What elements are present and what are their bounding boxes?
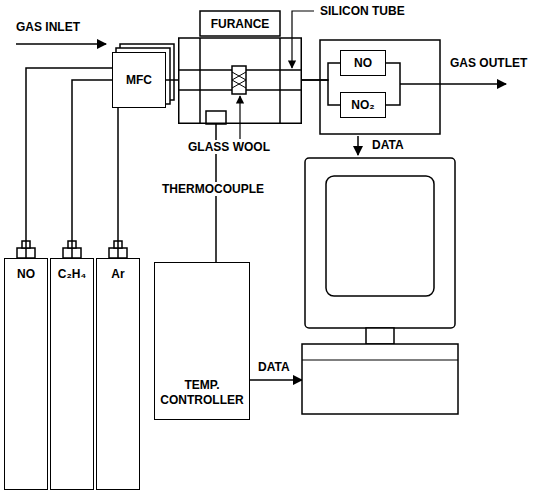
- glass-wool-fibres: [232, 72, 246, 88]
- node-text: MFC: [126, 73, 152, 87]
- signal-label: DATA: [256, 360, 292, 374]
- gas-line: [26, 68, 112, 258]
- monitor-screen: [326, 176, 434, 296]
- gas-cylinder: C₂H₄: [50, 258, 94, 490]
- node-text: NO: [354, 56, 372, 70]
- node-text: C₂H₄: [58, 267, 86, 281]
- inlet-arrow: [16, 43, 106, 45]
- data-arrow: [250, 379, 302, 381]
- gas-cylinder: Ar: [96, 258, 140, 490]
- furnace-wall: [199, 38, 201, 124]
- part-label: SILICON TUBE: [318, 4, 407, 18]
- leader-line: [239, 96, 240, 139]
- furnace-label-box: [200, 11, 280, 36]
- node-text: TEMP. CONTROLLER: [159, 378, 245, 407]
- node-text: Ar: [111, 267, 124, 281]
- node-text: NO₂: [351, 98, 374, 112]
- gas-line: [112, 92, 118, 258]
- gas-line: [302, 63, 340, 80]
- gas-line: [302, 80, 340, 105]
- gas-analyzer: NO₂: [340, 92, 386, 118]
- gas-line: [166, 79, 178, 81]
- temperature-controller: TEMP. CONTROLLER: [154, 262, 250, 420]
- thermocouple-probe: [206, 111, 226, 124]
- mass-flow-controller: MFC: [112, 52, 166, 108]
- analyzer-housing: [320, 40, 440, 134]
- data-arrow: [357, 136, 359, 155]
- leader-line: [292, 11, 314, 68]
- outlet-label: GAS OUTLET: [448, 56, 529, 70]
- computer-base: [302, 344, 458, 414]
- outlet-arrow: [400, 83, 506, 85]
- inlet-label: GAS INLET: [14, 20, 82, 34]
- outlet-line: [386, 63, 400, 105]
- gas-cylinder: NO: [4, 258, 48, 490]
- node-text: NO: [17, 267, 35, 281]
- furnace-wall: [279, 38, 281, 124]
- node-text: FURANCE: [211, 17, 270, 31]
- part-label: GLASS WOOL: [186, 140, 272, 154]
- signal-label: DATA: [370, 138, 406, 152]
- gas-line: [72, 80, 112, 258]
- furnace: FURANCE: [178, 10, 302, 124]
- gas-analyzer: NO: [340, 50, 386, 76]
- furnace-body: [179, 38, 302, 123]
- part-label: THERMOCOUPLE: [160, 182, 266, 196]
- monitor-stand: [366, 328, 394, 344]
- glass-wool: [232, 66, 246, 94]
- computer-base-line: [302, 359, 458, 360]
- computer-monitor: [305, 158, 455, 328]
